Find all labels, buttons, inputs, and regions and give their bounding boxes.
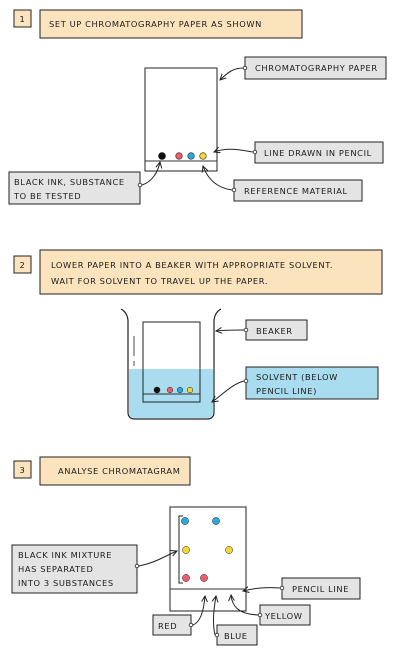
- label-solvent-line2: PENCIL LINE): [256, 386, 317, 396]
- yellow-spot: [225, 546, 233, 554]
- connector-dot: [214, 632, 220, 638]
- label-solvent-line1: SOLVENT (BELOW: [256, 372, 338, 382]
- label-pencil-line: PENCIL LINE: [292, 584, 349, 594]
- label-mixture-line1: BLACK INK MIXTURE: [18, 550, 112, 560]
- blue-spot: [187, 152, 195, 160]
- connector-dot: [242, 65, 248, 71]
- yellow-spot: [199, 152, 207, 160]
- connector-dot: [279, 585, 285, 591]
- step-1-number: 1: [20, 14, 26, 24]
- label-red: RED: [158, 621, 177, 631]
- arrow: [138, 551, 177, 567]
- step-2-number-box: [13, 255, 32, 274]
- black-ink-spot: [153, 386, 161, 394]
- connector-dot: [231, 187, 237, 193]
- yellow-spot: [182, 546, 190, 554]
- label-pencil-line-drawn: LINE DRAWN IN PENCIL: [264, 148, 372, 158]
- step-3-diagram: BLACK INK MIXTURE HAS SEPARATED INTO 3 S…: [11, 506, 361, 646]
- step-2-instruction-line1: LOWER PAPER INTO A BEAKER WITH APPROPRIA…: [51, 260, 333, 270]
- chromatogram-paper: [169, 506, 247, 612]
- blue-spot: [181, 517, 189, 525]
- chromatography-paper-in-beaker: [142, 321, 201, 403]
- arrow: [214, 149, 254, 152]
- arrow: [141, 162, 160, 186]
- step-2-header-box: [39, 249, 383, 295]
- arrow: [213, 596, 216, 636]
- connector-dot: [243, 378, 249, 384]
- beaker: [120, 308, 222, 420]
- step-1-instruction: SET UP CHROMATOGRAPHY PAPER AS SHOWN: [49, 19, 262, 29]
- step-3-instruction: ANALYSE CHROMATAGRAM: [58, 466, 180, 476]
- connector-dot: [188, 622, 194, 628]
- connector-dot: [134, 563, 140, 569]
- step-3: 3 ANALYSE CHROMATAGRAM: [13, 456, 191, 486]
- label-beaker: BEAKER: [256, 326, 293, 336]
- step-2-instruction-line2: WAIT FOR SOLVENT TO TRAVEL UP THE PAPER.: [51, 276, 268, 286]
- mixture-bracket: [178, 515, 183, 584]
- step-2-number: 2: [20, 260, 26, 270]
- label-black-ink-box: [8, 171, 141, 205]
- arrow: [212, 380, 245, 402]
- label-mixture-line3: INTO 3 SUBSTANCES: [18, 578, 114, 588]
- arrow: [231, 595, 259, 616]
- red-spot: [182, 574, 190, 582]
- step-3-number: 3: [20, 465, 26, 475]
- connector-dot: [257, 612, 263, 618]
- arrow: [192, 596, 205, 626]
- label-yellow: YELLOW: [264, 611, 303, 621]
- label-black-ink-line1: BLACK INK, SUBSTANCE: [14, 177, 125, 187]
- label-mixture-box: [11, 544, 138, 594]
- black-ink-spot: [158, 152, 166, 160]
- step-3-number-box: [13, 460, 32, 479]
- step-1-number-box: [13, 9, 32, 28]
- connector-dot: [243, 327, 249, 333]
- yellow-spot: [186, 386, 194, 394]
- label-solvent-box: [245, 366, 379, 400]
- step-2-diagram: BEAKER SOLVENT (BELOW PENCIL LINE): [120, 308, 379, 420]
- label-reference-material: REFERENCE MATERIAL: [244, 186, 348, 196]
- red-spot: [166, 386, 174, 394]
- arrow: [220, 67, 244, 80]
- label-black-ink-line2: TO BE TESTED: [13, 191, 81, 201]
- step-2: 2 LOWER PAPER INTO A BEAKER WITH APPROPR…: [13, 249, 383, 295]
- arrow: [216, 330, 245, 331]
- connector-dot: [137, 182, 143, 188]
- red-spot: [175, 152, 183, 160]
- arrow: [203, 166, 233, 191]
- step-1: 1 SET UP CHROMATOGRAPHY PAPER AS SHOWN: [13, 9, 303, 39]
- red-spot: [200, 574, 208, 582]
- blue-spot: [212, 517, 220, 525]
- step-1-header-box: [39, 9, 303, 39]
- arrow: [243, 588, 281, 591]
- step-1-diagram: CHROMATOGRAPHY PAPER LINE DRAWN IN PENCI…: [8, 56, 387, 205]
- connector-dot: [252, 149, 258, 155]
- blue-spot: [176, 386, 184, 394]
- label-mixture-line2: HAS SEPARATED: [18, 564, 93, 574]
- step-3-header-box: [39, 456, 191, 486]
- label-chromatography-paper: CHROMATOGRAPHY PAPER: [255, 63, 378, 73]
- label-blue: BLUE: [224, 631, 248, 641]
